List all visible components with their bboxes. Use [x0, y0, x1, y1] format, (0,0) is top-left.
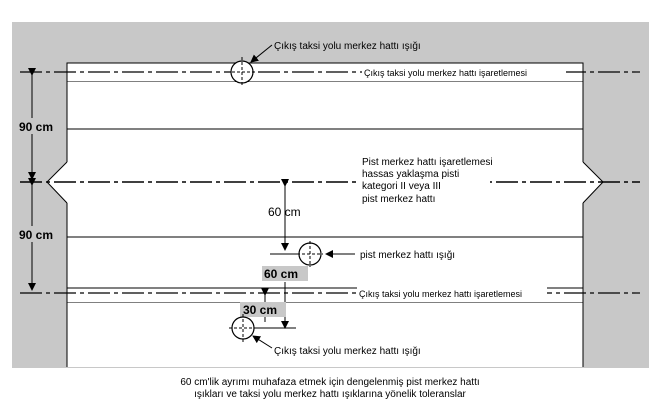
exit-light-bottom-label: Çıkış taksi yolu merkez hattı ışığı — [274, 346, 421, 357]
pavement-edge — [582, 161, 604, 183]
exit-light-top-label: Çıkış taksi yolu merkez hattı ışığı — [274, 41, 421, 52]
dimension-30-label: 30 cm — [243, 303, 277, 317]
runway-centerline-light — [297, 241, 323, 267]
runway-marking-label-4: pist merkez hattı — [362, 194, 435, 205]
pavement-edge — [46, 161, 68, 183]
dim-label-bg — [14, 118, 58, 134]
exit-marking-top-label: Çıkış taksi yolu merkez hattı işaretleme… — [364, 68, 527, 78]
dimension-90-bottom-label: 90 cm — [19, 228, 53, 242]
runway-marking-label-3: kategori II veya III — [362, 181, 441, 192]
runway-pavement — [47, 82, 603, 288]
exit-marking-bottom-label: Çıkış taksi yolu merkez hattı işaretleme… — [359, 289, 522, 299]
dim-label-bg — [262, 266, 308, 281]
dim-label-bg — [240, 302, 286, 317]
exit-light-bottom-leader — [252, 335, 273, 349]
label-bg — [362, 66, 566, 78]
runway-marking-label-1: Pist merkez hattı işaretlemesi — [362, 157, 493, 168]
pavement-edge — [46, 181, 68, 204]
exit-taxiway-light-top — [227, 57, 257, 87]
caption-line-1: 60 cm'lik ayrımı muhafaza etmek için den… — [180, 377, 480, 388]
label-bg — [360, 173, 490, 191]
dimension-90-top-label: 90 cm — [19, 120, 53, 134]
dim-label-bg — [14, 226, 58, 242]
exit-light-top-leader — [250, 44, 273, 63]
caption-line-2: ışıkları ve taksi yolu merkez hattı ışık… — [194, 389, 466, 400]
taxiway-extension — [67, 303, 583, 367]
figure-caption: 60 cm'lik ayrımı muhafaza etmek için den… — [0, 377, 660, 401]
exit-taxiway-light-bottom — [229, 314, 257, 342]
label-bg — [357, 287, 547, 299]
runway-marking-label-2: hassas yaklaşma pisti — [362, 169, 459, 180]
pavement-edge — [582, 181, 604, 204]
runway-light-label: pist merkez hattı ışığı — [360, 250, 455, 261]
dimension-60-lower-label: 60 cm — [264, 267, 298, 281]
dimension-60-upper-label: 60 cm — [268, 205, 301, 219]
